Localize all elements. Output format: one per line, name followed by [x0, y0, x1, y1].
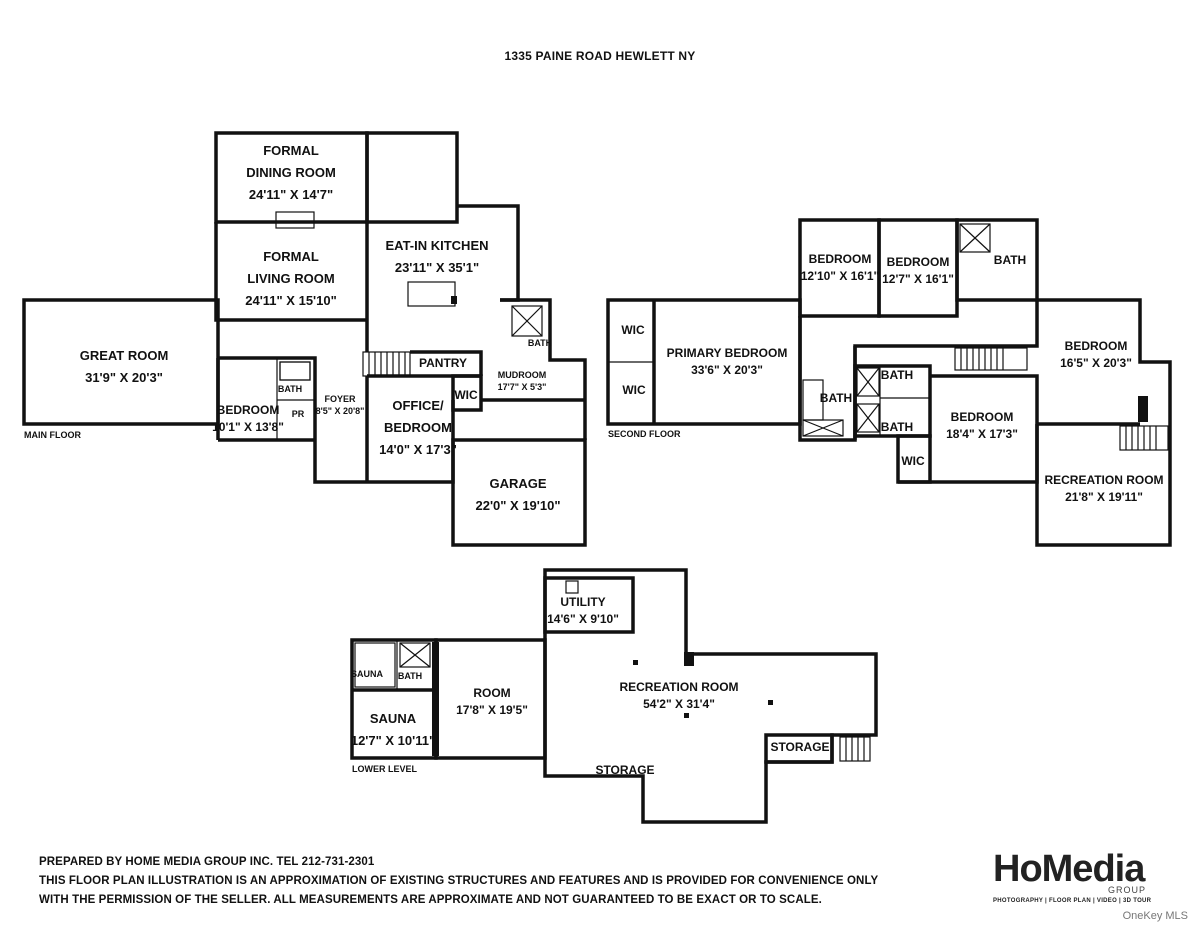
logo-wordmark: HoMedia — [993, 848, 1145, 890]
room-dimensions-bed-2c: 16'5" X 20'3" — [1060, 356, 1132, 370]
room-label-wic-2c: WIC — [901, 454, 925, 468]
room-label-foyer: FOYER — [324, 394, 356, 404]
footer-line-2: THIS FLOOR PLAN ILLUSTRATION IS AN APPRO… — [39, 875, 879, 887]
room-dimensions-mudroom: 17'7" X 5'3" — [498, 382, 547, 392]
room-dimensions-sauna: 12'7" X 10'11" — [351, 733, 435, 748]
room-label-primary: PRIMARY BEDROOM — [667, 346, 788, 360]
room-label-bath-2c: BATH — [881, 368, 913, 382]
room-label-bath-2a: BATH — [994, 253, 1026, 267]
room-label-sauna: SAUNA — [370, 711, 417, 726]
room-dimensions-bed-2b: 12'7" X 16'1" — [882, 272, 954, 286]
room-label-wic-2a: WIC — [621, 323, 645, 337]
room-dimensions-formal-living: 24'11" X 15'10" — [245, 293, 337, 308]
room-label-pantry: PANTRY — [419, 356, 467, 370]
room-dimensions-utility: 14'6" X 9'10" — [547, 612, 619, 626]
room-label-bath-2d: BATH — [881, 420, 913, 434]
room-dimensions-bed-2a: 12'10" X 16'1" — [801, 269, 879, 283]
room-label-formal-dining-line-1: DINING ROOM — [246, 165, 336, 180]
room-label-storage-2: STORAGE — [770, 740, 829, 754]
room-dimensions-eat-in-kitchen: 23'11" X 35'1" — [395, 260, 479, 275]
room-dimensions-rec-2: 21'8" X 19'11" — [1065, 490, 1143, 504]
room-label-bed-2c: BEDROOM — [1065, 339, 1128, 353]
room-label-formal-dining-line-0: FORMAL — [263, 143, 319, 158]
room-label-rec-lower: RECREATION ROOM — [619, 680, 738, 694]
disclaimer: PREPARED BY HOME MEDIA GROUP INC. TEL 21… — [39, 853, 878, 910]
room-label-bed-2d: BEDROOM — [951, 410, 1014, 424]
room-label-utility: UTILITY — [560, 595, 605, 609]
room-label-formal-living-line-0: FORMAL — [263, 249, 319, 264]
room-label-bed-2a: BEDROOM — [809, 252, 872, 266]
room-dimensions-foyer: 8'5" X 20'8" — [316, 406, 365, 416]
second-floor-label: SECOND FLOOR — [608, 429, 681, 439]
homedia-logo: HoMedia GROUP PHOTOGRAPHY | FLOOR PLAN |… — [993, 848, 1152, 910]
room-label-bath-main: BATH — [278, 384, 302, 394]
room-label-bedroom-main: BEDROOM — [217, 403, 280, 417]
room-label-formal-living-line-1: LIVING ROOM — [247, 271, 334, 286]
footer-line-3: WITH THE PERMISSION OF THE SELLER. ALL M… — [39, 894, 822, 906]
watermark: OneKey MLS — [1122, 910, 1188, 922]
room-label-garage: GARAGE — [489, 476, 546, 491]
room-label-wic-2b: WIC — [622, 383, 646, 397]
room-dimensions-rec-lower: 54'2" X 31'4" — [643, 697, 715, 711]
main-floor-walls — [22, 131, 587, 547]
room-label-office-line-0: OFFICE/ — [392, 398, 444, 413]
room-dimensions-formal-dining: 24'11" X 14'7" — [249, 187, 333, 202]
lower-level-walls — [350, 568, 878, 824]
room-label-eat-in-kitchen: EAT-IN KITCHEN — [385, 238, 488, 253]
room-label-sauna-sm: SAUNA — [351, 669, 384, 679]
footer-line-1: PREPARED BY HOME MEDIA GROUP INC. TEL 21… — [39, 856, 375, 868]
room-label-bath-mud: BATH — [528, 338, 552, 348]
room-labels: FORMAL DINING ROOM 24'11" X 14'7" FORMAL LIV… — [80, 143, 1164, 777]
logo-tagline: PHOTOGRAPHY | FLOOR PLAN | VIDEO | 3D TO… — [993, 898, 1152, 904]
room-dimensions-garage: 22'0" X 19'10" — [475, 498, 560, 513]
room-label-great-room: GREAT ROOM — [80, 348, 169, 363]
logo-group-text: GROUP — [1107, 885, 1146, 895]
room-dimensions-bedroom-main: 10'1" X 13'8" — [212, 420, 284, 434]
room-label-storage-1: STORAGE — [595, 763, 654, 777]
room-label-office-line-1: BEDROOM — [384, 420, 452, 435]
second-floor-walls — [606, 218, 1172, 547]
room-label-wic-main: WIC — [454, 388, 478, 402]
room-label-bath-lower: BATH — [398, 671, 422, 681]
room-label-mudroom: MUDROOM — [498, 370, 547, 380]
room-label-bed-2b: BEDROOM — [887, 255, 950, 269]
room-label-bath-2b: BATH — [820, 391, 852, 405]
room-dimensions-room: 17'8" X 19'5" — [456, 703, 528, 717]
room-label-room: ROOM — [473, 686, 510, 700]
room-dimensions-office: 14'0" X 17'3" — [379, 442, 457, 457]
plan-title: 1335 PAINE ROAD HEWLETT NY — [504, 49, 696, 63]
room-label-rec-2: RECREATION ROOM — [1044, 473, 1163, 487]
room-dimensions-bed-2d: 18'4" X 17'3" — [946, 427, 1018, 441]
room-label-pr: PR — [292, 409, 305, 419]
room-dimensions-great-room: 31'9" X 20'3" — [85, 370, 163, 385]
main-floor-label: MAIN FLOOR — [24, 430, 81, 440]
room-dimensions-primary: 33'6" X 20'3" — [691, 363, 763, 377]
lower-level-label: LOWER LEVEL — [352, 764, 418, 774]
